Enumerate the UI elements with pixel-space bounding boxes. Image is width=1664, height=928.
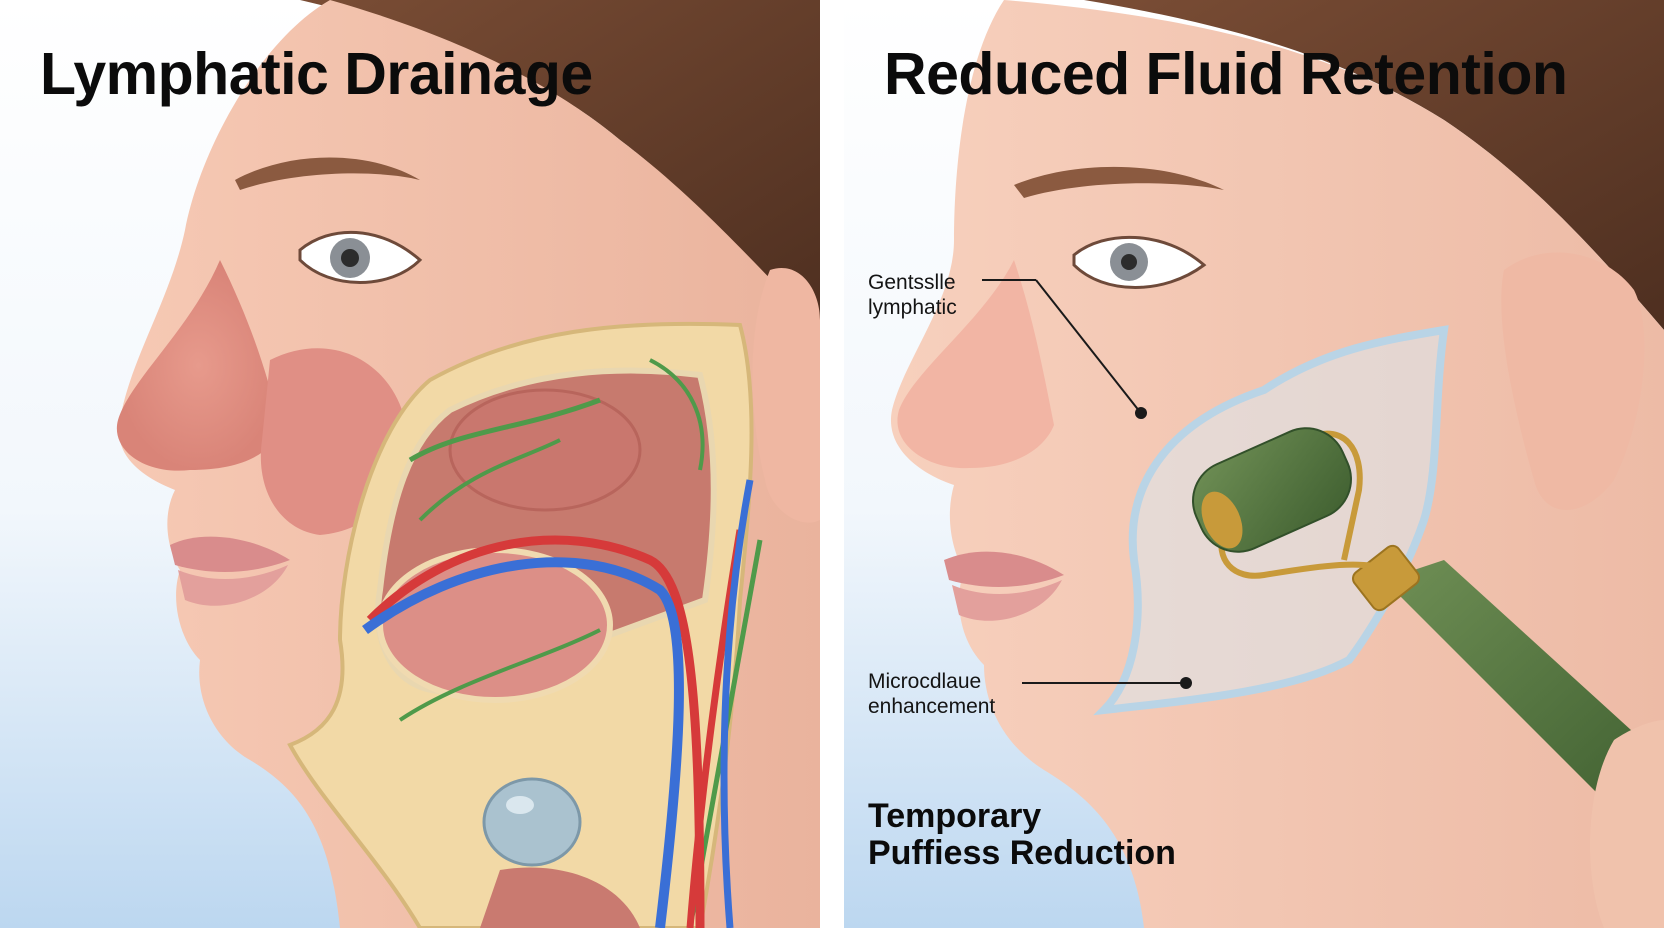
annotation-gentle-lymphatic: Gentsslle lymphatic — [868, 270, 957, 320]
annotation-dot — [1180, 677, 1192, 689]
hair — [300, 0, 820, 330]
annotation-leader-line — [1035, 279, 1141, 413]
caption-line1: Temporary — [868, 797, 1042, 835]
nose — [116, 260, 280, 471]
eyebrow — [1014, 166, 1224, 198]
lymph-vessel — [649, 358, 705, 471]
annotation-microcirculation: Microcdlaue enhancement — [868, 669, 995, 719]
ear — [1501, 252, 1645, 510]
lymph-vessel — [408, 397, 601, 463]
puffiness-reduction-caption: Temporary Puffiess Reduction — [868, 798, 1176, 872]
anatomy-illustration — [0, 0, 820, 928]
panel-divider — [820, 0, 844, 928]
pupil — [1121, 254, 1137, 270]
left-panel-title: Lymphatic Drainage — [40, 41, 593, 107]
lymphatic-drainage-panel: Lymphatic Drainage — [0, 0, 820, 928]
roller-ferrule — [1352, 544, 1420, 612]
reduced-fluid-retention-panel: Reduced Fluid Retention Gentsslle lympha… — [844, 0, 1664, 928]
annotation-line1: Microcdlaue — [868, 670, 982, 693]
upper-lip — [944, 551, 1064, 587]
artery — [366, 535, 705, 928]
lower-lip — [952, 580, 1062, 621]
annotation-line2: enhancement — [868, 695, 996, 718]
ear — [752, 268, 820, 523]
throat-tissue — [480, 867, 640, 928]
eyebrow — [235, 157, 420, 190]
lymph-vessel — [398, 628, 601, 722]
annotation-line1: Gentsslle — [868, 271, 956, 294]
lymph-vessel — [418, 438, 561, 522]
upper-lip — [170, 536, 290, 572]
muscle-tissue — [448, 388, 642, 512]
pupil — [341, 249, 359, 267]
caption-line2: Puffiess Reduction — [868, 834, 1176, 872]
annotation-dot — [1135, 407, 1147, 419]
hand — [1590, 720, 1664, 928]
vein — [720, 479, 754, 928]
lower-lip — [178, 565, 288, 606]
annotation-line2: lymphatic — [868, 296, 957, 319]
right-panel-title: Reduced Fluid Retention — [884, 41, 1568, 107]
face-roller-illustration — [844, 0, 1664, 928]
vein — [362, 557, 684, 928]
lymph-node-highlight — [506, 796, 534, 814]
roller-handle — [1384, 560, 1664, 820]
roller-pin — [1201, 491, 1243, 549]
nose — [897, 260, 1054, 469]
lymph-node — [482, 777, 582, 867]
hair — [1084, 0, 1664, 330]
